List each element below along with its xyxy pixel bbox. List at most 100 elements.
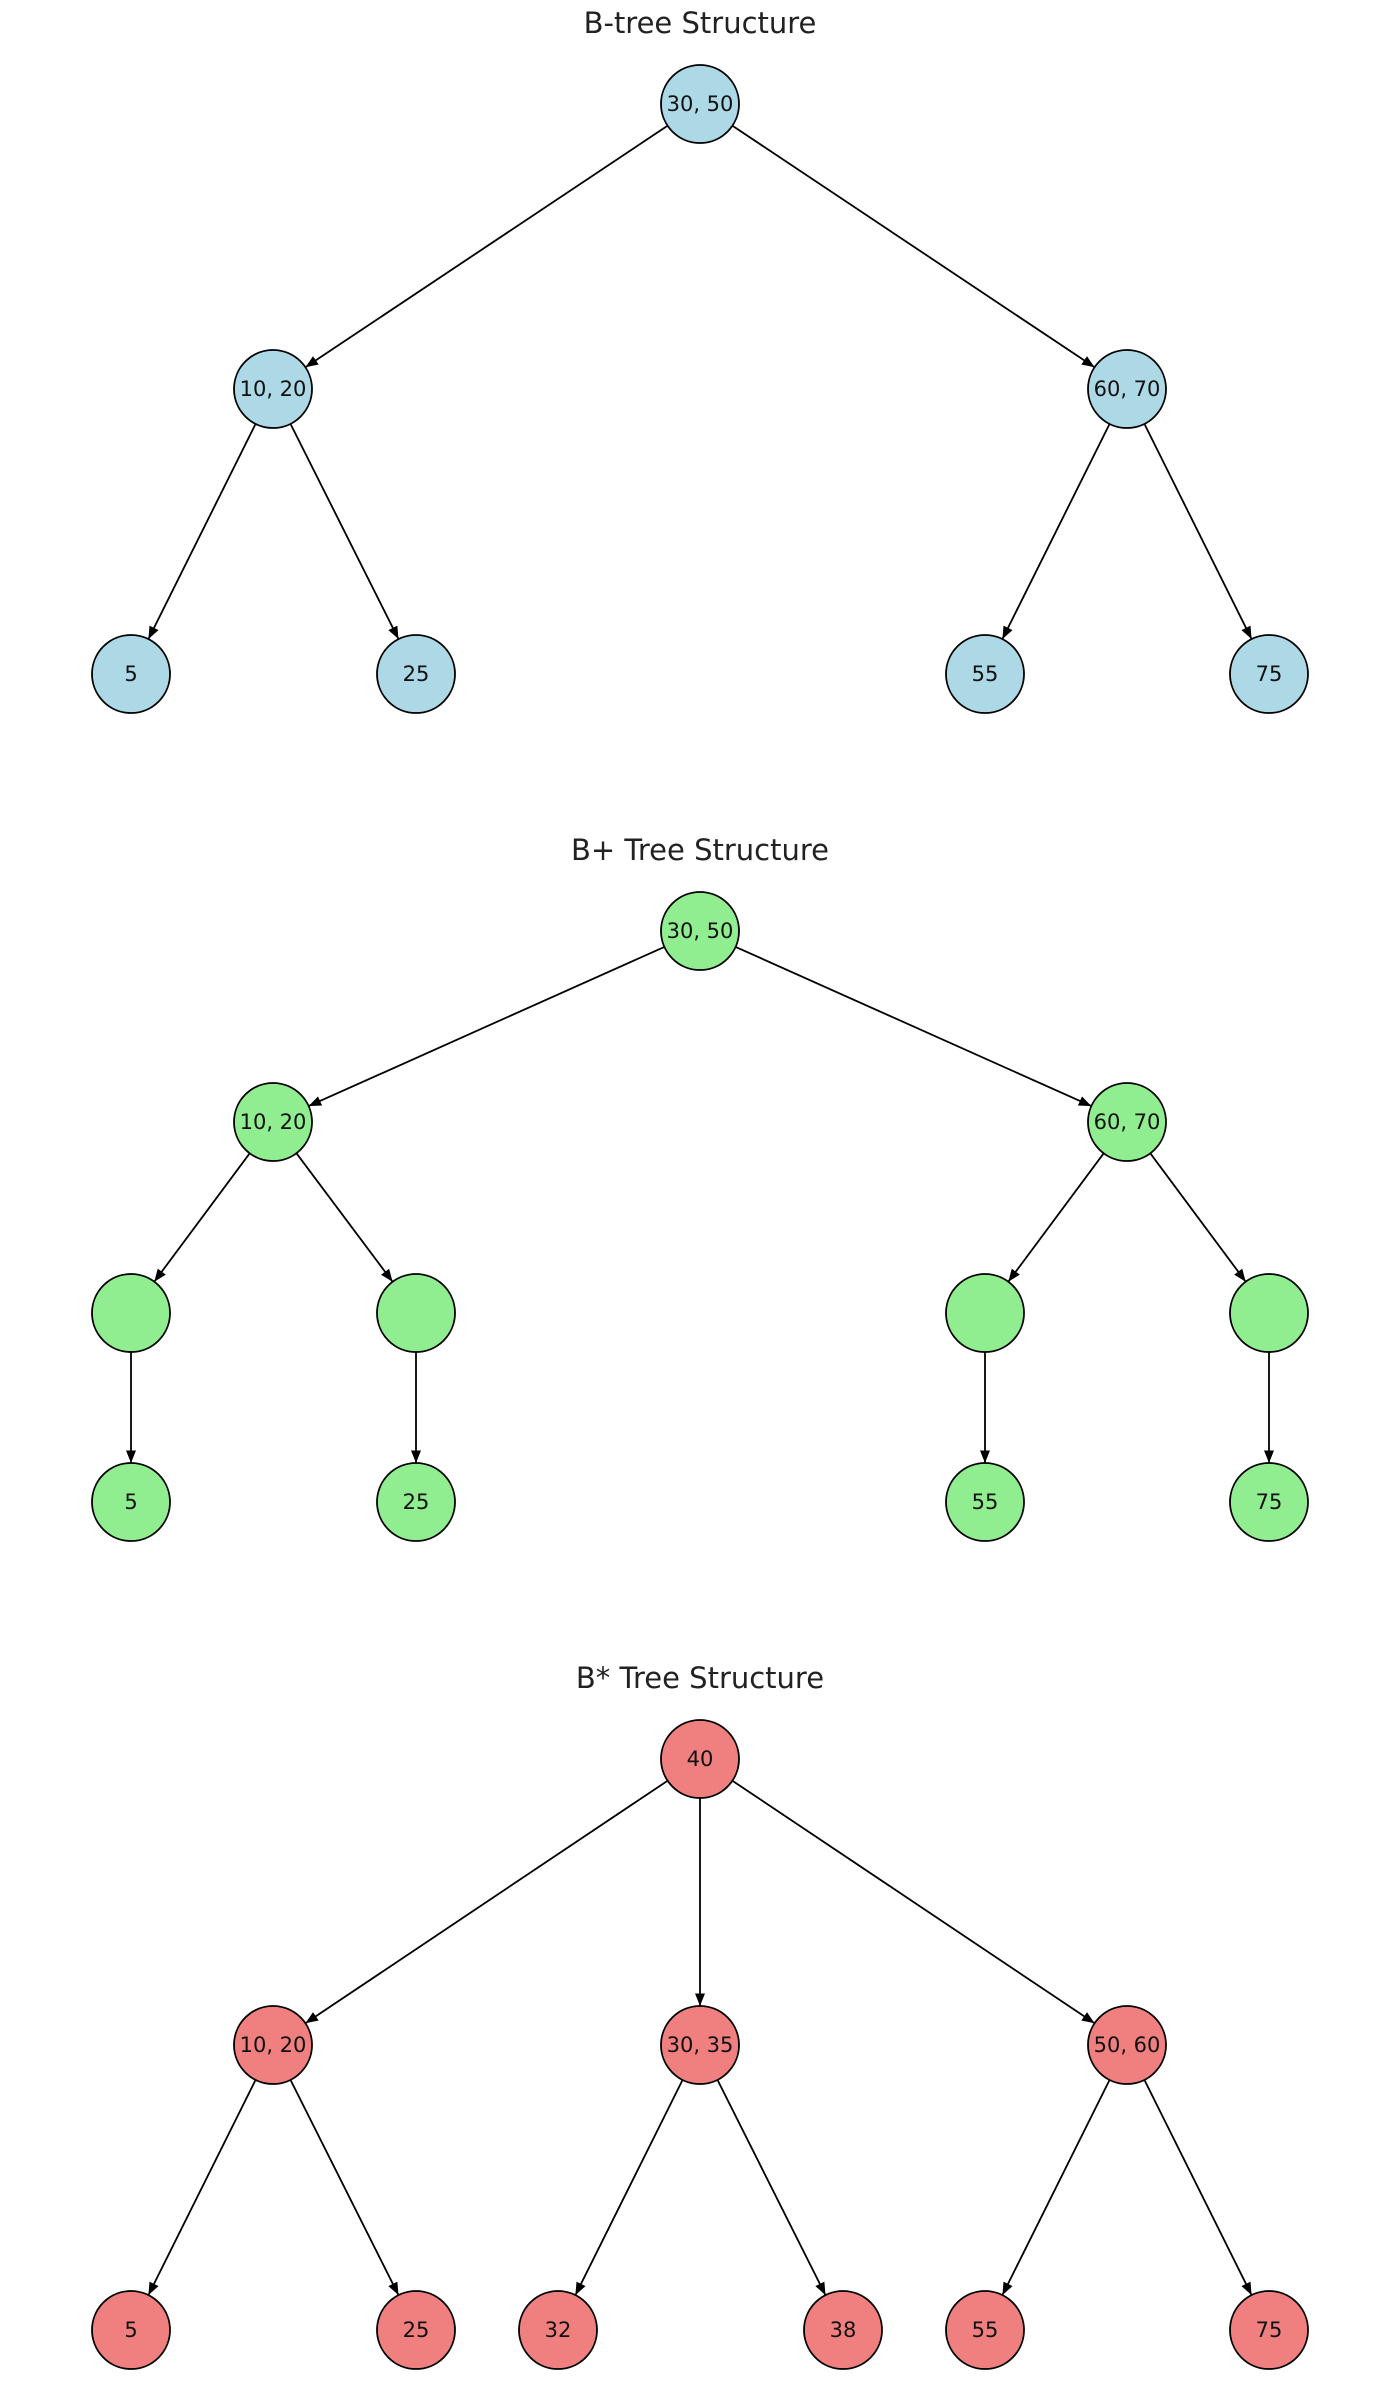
btree-node-circle: [233, 349, 313, 429]
bplus-edge-right-to-mid-3: [1007, 1152, 1105, 1283]
bstar-node-leaf-38: 38: [803, 2290, 883, 2370]
bstar-node-label: 55: [972, 2318, 999, 2342]
bplus-node-leaf-25: 25: [376, 1462, 456, 1542]
bstar-edge-middle-to-leaf-32: [574, 2079, 684, 2296]
bplus-node-leaf-55: 55: [945, 1462, 1025, 1542]
bstar-node-leaf-5: 5: [91, 2290, 171, 2370]
bstar-node-label: 40: [687, 1747, 714, 1771]
bstar-node-circle: [376, 2290, 456, 2370]
bplus-node-mid-4: [1229, 1273, 1309, 1353]
bstar-node-circle: [660, 1719, 740, 1799]
bstar-tree-title: B* Tree Structure: [576, 1661, 824, 1695]
bstar-tree-diagram: B* Tree Structure 40 10, 20 30, 35 50, 60 5 2…: [91, 1661, 1309, 2370]
bplus-node-mid-2: [376, 1273, 456, 1353]
bstar-edge-left-to-leaf-25: [289, 2079, 400, 2296]
btree-edge-left-to-leaf-25: [289, 423, 400, 640]
bplus-node-circle: [945, 1273, 1025, 1353]
bstar-node-leaf-32: 32: [518, 2290, 598, 2370]
bplus-edge-root-to-left: [308, 946, 665, 1107]
btree-node-label: 25: [403, 662, 430, 686]
bstar-node-label: 32: [545, 2318, 572, 2342]
bplus-node-leaf-75: 75: [1229, 1462, 1309, 1542]
bstar-node-label: 30, 35: [667, 2033, 734, 2057]
bstar-edge-left-to-leaf-5: [147, 2079, 257, 2296]
bplus-node-label: 25: [403, 1490, 430, 1514]
bstar-edge-root-to-left: [304, 1779, 669, 2025]
btree-node-circle: [376, 634, 456, 714]
bplus-node-mid-1: [91, 1273, 171, 1353]
btree-node-circle: [1229, 634, 1309, 714]
bstar-node-right: 50, 60: [1087, 2005, 1167, 2085]
btree-node-label: 10, 20: [240, 377, 307, 401]
bplus-node-right: 60, 70: [1087, 1082, 1167, 1162]
bstar-node-label: 50, 60: [1094, 2033, 1161, 2057]
btree-node-label: 60, 70: [1094, 377, 1161, 401]
bstar-tree-edges: [147, 1779, 1253, 2296]
bstar-node-label: 25: [403, 2318, 430, 2342]
bplus-node-circle: [233, 1082, 313, 1162]
bplus-node-leaf-5: 5: [91, 1462, 171, 1542]
bplus-node-circle: [1229, 1273, 1309, 1353]
btree-diagram: B-tree Structure 30, 50 10, 20 60, 70 5 25 55…: [91, 6, 1309, 714]
bstar-edge-right-to-leaf-55: [1001, 2079, 1111, 2296]
bplus-node-circle: [376, 1273, 456, 1353]
btree-edge-root-to-left: [304, 124, 669, 369]
bplus-node-circle: [91, 1462, 171, 1542]
bstar-edge-root-to-right: [731, 1779, 1096, 2025]
bstar-node-circle: [233, 2005, 313, 2085]
bplus-node-circle: [945, 1462, 1025, 1542]
bplus-node-root: 30, 50: [660, 891, 740, 971]
btree-edges: [147, 124, 1253, 640]
btree-node-leaf-25: 25: [376, 634, 456, 714]
btree-node-leaf-5: 5: [91, 634, 171, 714]
bplus-edge-root-to-right: [735, 946, 1092, 1107]
bstar-node-circle: [91, 2290, 171, 2370]
btree-edge-root-to-right: [731, 124, 1096, 369]
bplus-node-label: 10, 20: [240, 1110, 307, 1134]
btree-nodes: 30, 50 10, 20 60, 70 5 25 55 75: [91, 64, 1309, 714]
bplus-node-label: 55: [972, 1490, 999, 1514]
btree-node-circle: [91, 634, 171, 714]
bplus-node-mid-3: [945, 1273, 1025, 1353]
btree-node-label: 30, 50: [667, 92, 734, 116]
btree-title: B-tree Structure: [584, 6, 817, 40]
bplus-node-left: 10, 20: [233, 1082, 313, 1162]
bplus-node-circle: [376, 1462, 456, 1542]
btree-edge-left-to-leaf-5: [147, 423, 257, 640]
bplus-node-circle: [1229, 1462, 1309, 1542]
btree-node-circle: [945, 634, 1025, 714]
bstar-node-leaf-25: 25: [376, 2290, 456, 2370]
bplus-node-circle: [660, 891, 740, 971]
bplus-node-circle: [1087, 1082, 1167, 1162]
bstar-node-leaf-75: 75: [1229, 2290, 1309, 2370]
bstar-node-circle: [660, 2005, 740, 2085]
bstar-node-label: 75: [1256, 2318, 1283, 2342]
btree-node-left: 10, 20: [233, 349, 313, 429]
bplus-node-label: 30, 50: [667, 919, 734, 943]
bplus-edge-right-to-mid-4: [1149, 1152, 1247, 1283]
bstar-node-label: 38: [830, 2318, 857, 2342]
bstar-node-middle: 30, 35: [660, 2005, 740, 2085]
bstar-node-circle: [1229, 2290, 1309, 2370]
bstar-node-leaf-55: 55: [945, 2290, 1025, 2370]
bplus-node-label: 75: [1256, 1490, 1283, 1514]
btree-edge-right-to-leaf-55: [1001, 423, 1111, 640]
bplus-node-circle: [91, 1273, 171, 1353]
bplus-edge-left-to-mid-1: [153, 1152, 251, 1283]
bstar-edge-middle-to-leaf-38: [716, 2079, 827, 2296]
bplus-tree-nodes: 30, 50 10, 20 60, 70 5 25 55 75: [91, 891, 1309, 1542]
btree-node-leaf-55: 55: [945, 634, 1025, 714]
bstar-edge-right-to-leaf-75: [1143, 2079, 1253, 2296]
bstar-node-label: 10, 20: [240, 2033, 307, 2057]
bplus-edge-left-to-mid-2: [295, 1152, 394, 1283]
bstar-node-circle: [1087, 2005, 1167, 2085]
bstar-tree-nodes: 40 10, 20 30, 35 50, 60 5 25 32 38 55 75: [91, 1719, 1309, 2370]
btree-node-label: 55: [972, 662, 999, 686]
bstar-node-root: 40: [660, 1719, 740, 1799]
bstar-node-label: 5: [124, 2318, 137, 2342]
btree-node-label: 5: [124, 662, 137, 686]
btree-edge-right-to-leaf-75: [1143, 423, 1253, 640]
btree-node-leaf-75: 75: [1229, 634, 1309, 714]
